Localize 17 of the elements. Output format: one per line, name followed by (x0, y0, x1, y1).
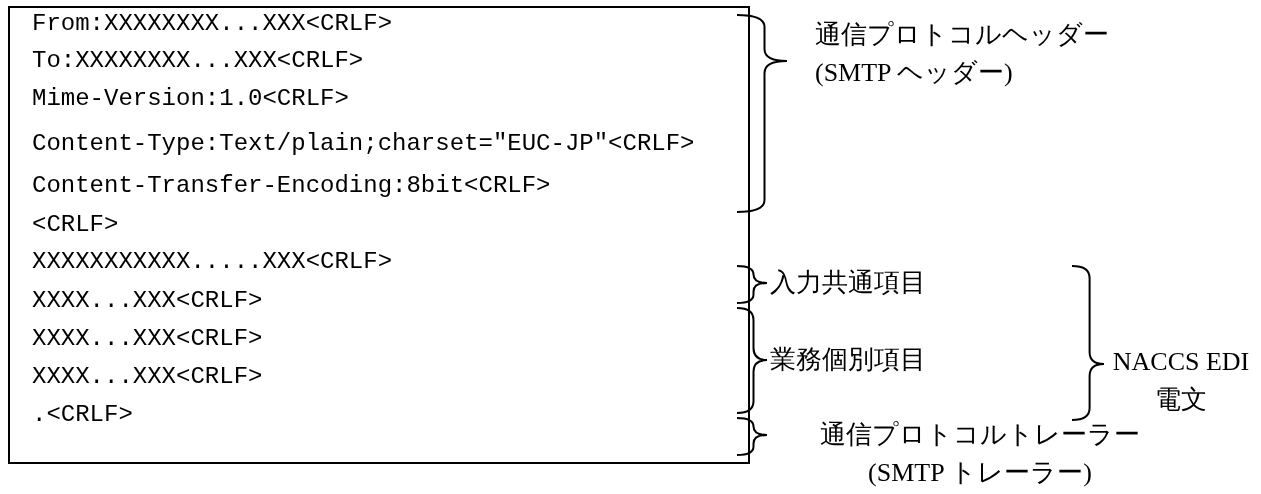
code-line: Mime-Version:1.0<CRLF> (32, 84, 349, 114)
code-line: XXXX...XXX<CRLF> (32, 362, 263, 392)
bracket-label: 通信プロトコルトレーラー(SMTP トレーラー) (819, 419, 1141, 489)
code-line: <CRLF> (32, 210, 119, 240)
code-line: XXXX...XXX<CRLF> (32, 324, 263, 354)
bracket-label: NACCS EDI 電文 (1111, 346, 1251, 416)
code-line: Content-Type:Text/plain;charset="EUC-JP"<CRLF> (32, 129, 695, 159)
bracket-label: 入力共通項目 (770, 267, 927, 299)
code-line: From:XXXXXXXX...XXX<CRLF> (32, 9, 393, 39)
code-line: XXXXXXXXXXX.....XXX<CRLF> (32, 247, 393, 277)
code-line: XXXX...XXX<CRLF> (32, 286, 263, 316)
code-line: Content-Transfer-Encoding:8bit<CRLF> (32, 171, 551, 201)
message-box (8, 6, 750, 464)
code-line: To:XXXXXXXX...XXX<CRLF> (32, 46, 364, 76)
bracket-label: 業務個別項目 (770, 344, 927, 376)
bracket-label: 通信プロトコルヘッダー(SMTP ヘッダー) (815, 19, 1110, 89)
code-line: .<CRLF> (32, 400, 133, 430)
